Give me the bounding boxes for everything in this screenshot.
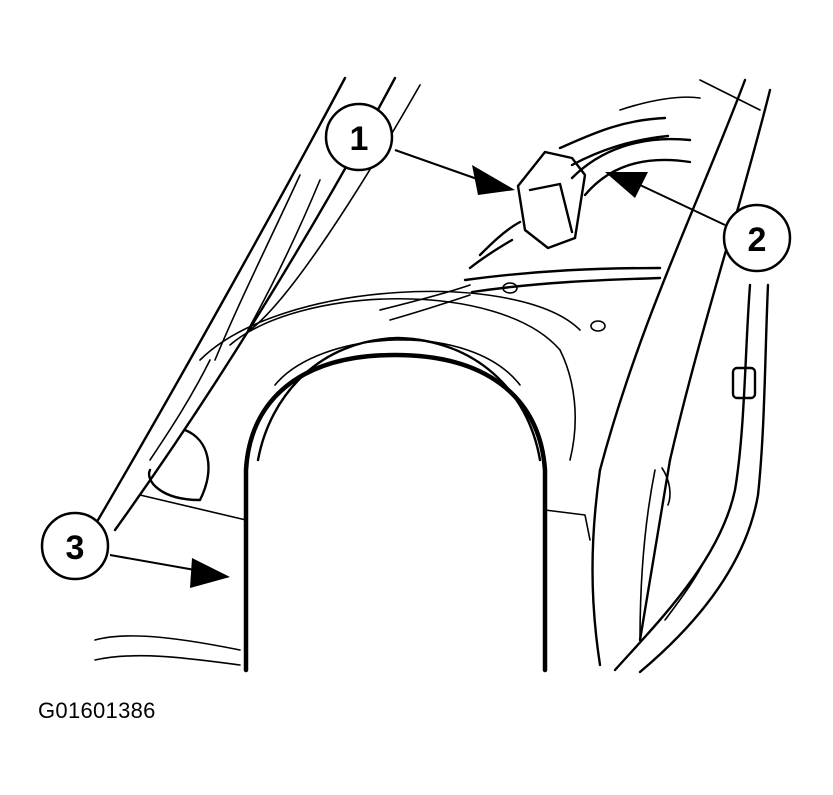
tube-line-right [613, 283, 770, 674]
lower-structure [94, 428, 671, 666]
callout-2: 2 [605, 172, 792, 273]
callout-2-label: 2 [748, 221, 767, 259]
tank-body [199, 290, 581, 673]
callout-3-label: 3 [66, 529, 85, 567]
sensor-connector-assembly [379, 96, 701, 332]
right-frame-rail [591, 78, 772, 667]
callout-1: 1 [324, 102, 515, 195]
figure-id-label: G01601386 [38, 698, 156, 723]
callout-1-label: 1 [350, 120, 369, 158]
callout-3: 3 [40, 511, 230, 588]
